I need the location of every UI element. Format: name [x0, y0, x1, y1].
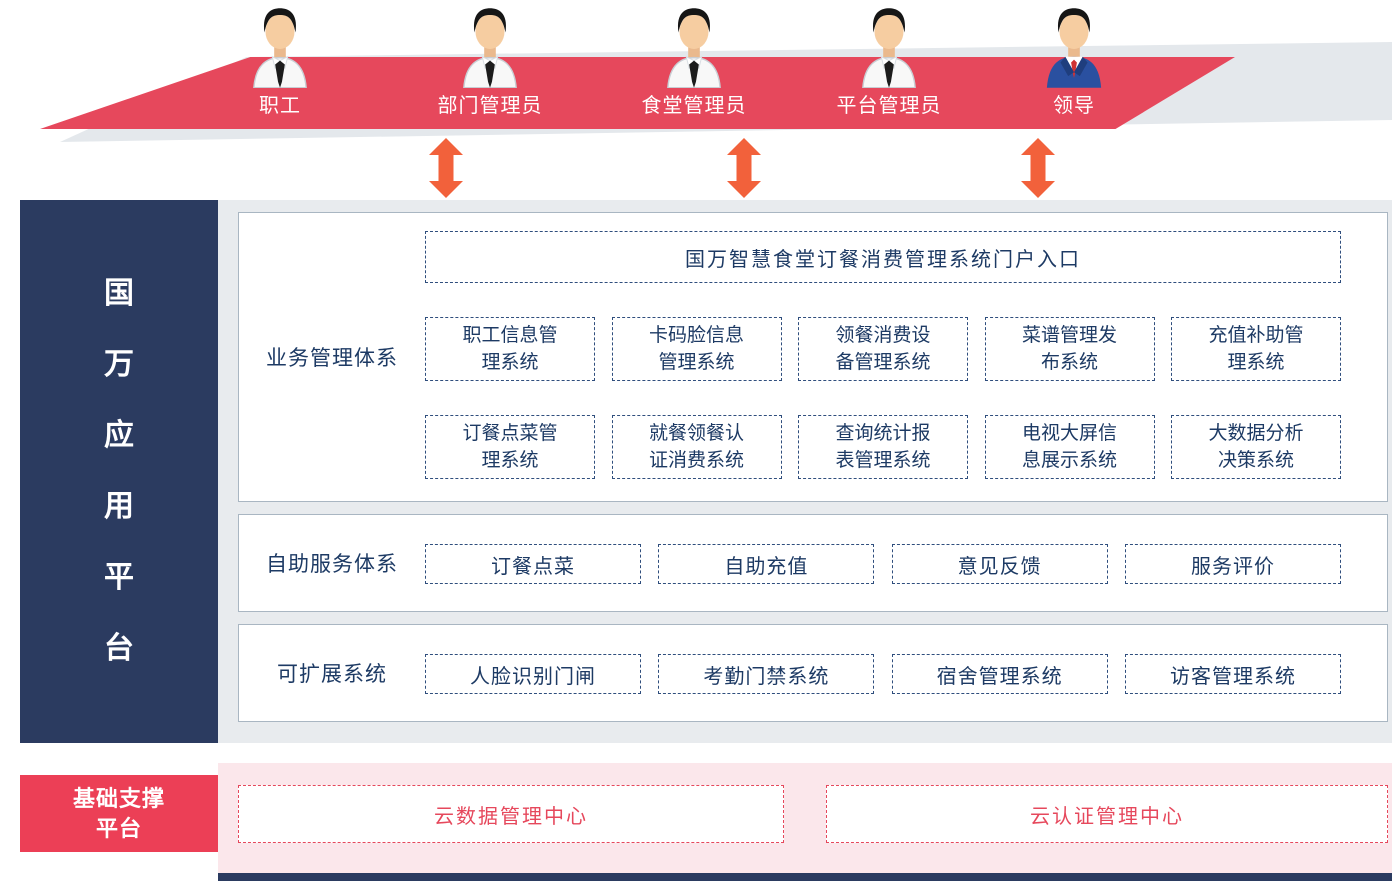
service-box: 自助充值 — [658, 544, 875, 584]
role-label: 平台管理员 — [836, 95, 942, 117]
role-leader: 领导 — [994, 6, 1154, 118]
person-icon — [663, 6, 725, 88]
updown-arrow-icon — [726, 138, 762, 198]
foundation-strip: 云数据管理中心 云认证管理中心 — [218, 763, 1392, 873]
role-label: 食堂管理员 — [641, 95, 747, 117]
cloud-auth-center-box: 云认证管理中心 — [826, 785, 1388, 843]
role-platform-admin: 平台管理员 — [809, 6, 969, 118]
person-icon — [459, 6, 521, 88]
platform-title-char: 应 — [104, 419, 134, 452]
updown-arrow-icon — [428, 138, 464, 198]
business-system-box: 领餐消费设 备管理系统 — [798, 317, 968, 381]
section-body: 订餐点菜 自助充值 意见反馈 服务评价 — [425, 515, 1387, 611]
business-system-box: 菜谱管理发 布系统 — [984, 317, 1155, 381]
role-label: 部门管理员 — [437, 95, 543, 117]
platform-sidebar: 国 万 应 用 平 台 — [20, 200, 218, 743]
extension-box: 人脸识别门闸 — [425, 654, 641, 694]
role-label: 领导 — [1053, 95, 1095, 117]
updown-arrow-icon — [1020, 138, 1056, 198]
person-icon — [858, 6, 920, 88]
role-staff: 职工 — [200, 6, 360, 118]
role-canteen-admin: 食堂管理员 — [614, 6, 774, 118]
section-label: 业务管理体系 — [266, 347, 398, 370]
platform-title-char: 国 — [104, 277, 134, 310]
system-box-row: 职工信息管 理系统 卡码脸信息 管理系统 领餐消费设 备管理系统 菜谱管理发 布… — [425, 317, 1341, 381]
section-self-service: 自助服务体系 订餐点菜 自助充值 意见反馈 服务评价 — [238, 514, 1388, 612]
person-icon — [249, 6, 311, 88]
section-label: 自助服务体系 — [266, 553, 398, 576]
bottom-accent-bar — [218, 873, 1392, 881]
extension-box: 访客管理系统 — [1124, 654, 1341, 694]
platform-title-char: 平 — [104, 561, 134, 594]
main-content-area: 业务管理体系 国万智慧食堂订餐消费管理系统门户入口 职工信息管 理系统 卡码脸信… — [218, 200, 1392, 743]
role-label: 职工 — [259, 95, 301, 117]
extension-box-row: 人脸识别门闸 考勤门禁系统 宿舍管理系统 访客管理系统 — [425, 654, 1341, 694]
business-system-box: 职工信息管 理系统 — [425, 317, 595, 381]
foundation-platform-label: 基础支撑 平台 — [20, 775, 218, 852]
service-box-row: 订餐点菜 自助充值 意见反馈 服务评价 — [425, 544, 1341, 584]
business-system-box: 就餐领餐认 证消费系统 — [611, 415, 782, 479]
leader-icon — [1043, 6, 1105, 88]
extension-box: 宿舍管理系统 — [891, 654, 1108, 694]
platform-title-char: 台 — [104, 632, 134, 665]
platform-title-char: 万 — [104, 348, 134, 381]
business-system-box: 大数据分析 决策系统 — [1171, 415, 1341, 479]
business-system-box: 电视大屏信 息展示系统 — [984, 415, 1155, 479]
role-dept-admin: 部门管理员 — [410, 6, 570, 118]
platform-title-char: 用 — [104, 490, 134, 523]
extension-box: 考勤门禁系统 — [658, 654, 875, 694]
business-system-box: 查询统计报 表管理系统 — [798, 415, 968, 479]
section-body: 国万智慧食堂订餐消费管理系统门户入口 职工信息管 理系统 卡码脸信息 管理系统 … — [425, 213, 1387, 501]
service-box: 服务评价 — [1124, 544, 1341, 584]
section-label: 可扩展系统 — [277, 663, 387, 686]
section-extensible-systems: 可扩展系统 人脸识别门闸 考勤门禁系统 宿舍管理系统 访客管理系统 — [238, 624, 1388, 722]
business-system-box: 卡码脸信息 管理系统 — [611, 317, 782, 381]
service-box: 订餐点菜 — [425, 544, 641, 584]
service-box: 意见反馈 — [891, 544, 1108, 584]
business-system-box: 订餐点菜管 理系统 — [425, 415, 595, 479]
business-system-box: 充值补助管 理系统 — [1171, 317, 1341, 381]
portal-entry-box: 国万智慧食堂订餐消费管理系统门户入口 — [425, 231, 1341, 283]
section-body: 人脸识别门闸 考勤门禁系统 宿舍管理系统 访客管理系统 — [425, 625, 1387, 721]
section-business-management: 业务管理体系 国万智慧食堂订餐消费管理系统门户入口 职工信息管 理系统 卡码脸信… — [238, 212, 1388, 502]
system-box-row: 订餐点菜管 理系统 就餐领餐认 证消费系统 查询统计报 表管理系统 电视大屏信 … — [425, 415, 1341, 479]
banner-ribbon — [40, 57, 1235, 129]
cloud-data-center-box: 云数据管理中心 — [238, 785, 784, 843]
